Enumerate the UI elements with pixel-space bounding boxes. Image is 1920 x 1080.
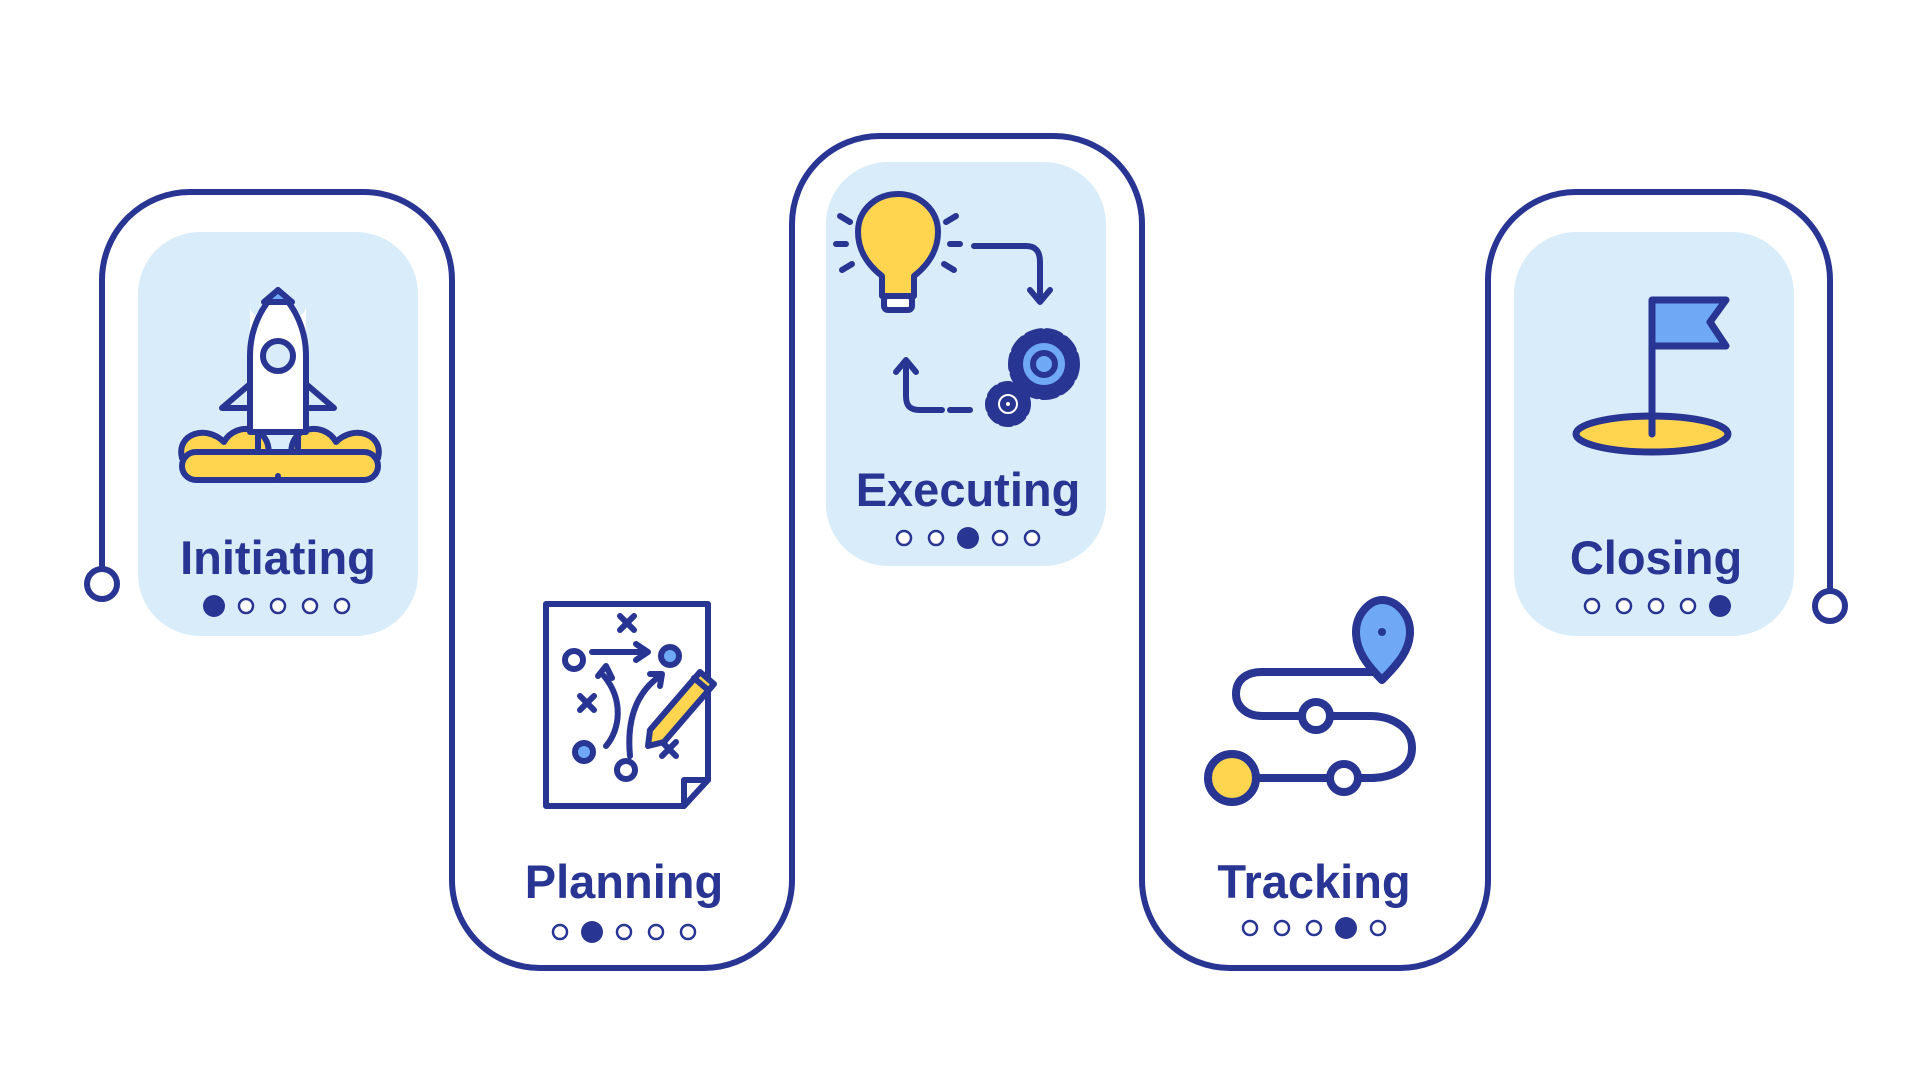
- rocket-icon: [178, 287, 382, 483]
- progress-dot: [1615, 597, 1633, 615]
- progress-dot: [301, 597, 319, 615]
- flag-hole-icon: [1572, 296, 1732, 456]
- path-start-node: [84, 566, 120, 602]
- progress-dot: [615, 923, 633, 941]
- route-pin-icon: [1204, 596, 1416, 806]
- stage-label-initiating: Initiating: [180, 531, 376, 584]
- stage-label-closing: Closing: [1570, 531, 1742, 584]
- progress-dot: [551, 923, 569, 941]
- progress-dot-active: [581, 921, 603, 943]
- progress-dot: [1305, 919, 1323, 937]
- progress-dot-active: [1709, 595, 1731, 617]
- progress-dots-executing: [895, 527, 1041, 549]
- progress-dot: [1647, 597, 1665, 615]
- progress-dots-planning: [551, 921, 697, 943]
- progress-dot: [333, 597, 351, 615]
- path-end-node: [1812, 588, 1848, 624]
- progress-dots-tracking: [1241, 917, 1387, 939]
- progress-dot: [895, 529, 913, 547]
- progress-dots-closing: [1583, 595, 1731, 617]
- stage-label-executing: Executing: [856, 463, 1081, 516]
- progress-dot-active: [203, 595, 225, 617]
- stage-label-tracking: Tracking: [1217, 855, 1410, 908]
- stage-label-planning: Planning: [525, 855, 723, 908]
- progress-dot: [1273, 919, 1291, 937]
- progress-dot-active: [957, 527, 979, 549]
- progress-dot: [679, 923, 697, 941]
- progress-dot: [1023, 529, 1041, 547]
- progress-dot: [269, 597, 287, 615]
- progress-dot: [1679, 597, 1697, 615]
- progress-dot: [647, 923, 665, 941]
- progress-dot: [237, 597, 255, 615]
- progress-dot: [1583, 597, 1601, 615]
- idea-gears-cycle-icon: [833, 191, 1080, 427]
- progress-dot: [927, 529, 945, 547]
- strategy-plan-icon: [543, 601, 717, 809]
- progress-dot: [1241, 919, 1259, 937]
- progress-dot: [991, 529, 1009, 547]
- progress-dot-active: [1335, 917, 1357, 939]
- progress-dot: [1369, 919, 1387, 937]
- progress-dots-initiating: [203, 595, 351, 617]
- connector-path: [99, 133, 1833, 971]
